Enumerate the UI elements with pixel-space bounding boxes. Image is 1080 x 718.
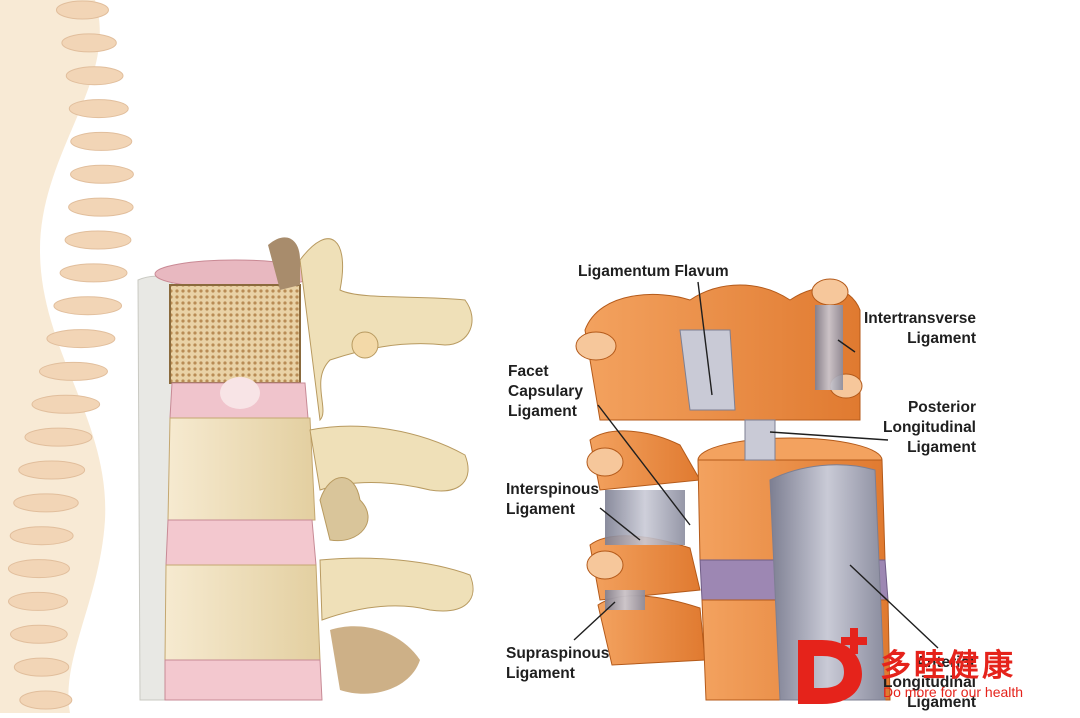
label-posterior-longitudinal-ligament: Posterior Longitudinal Ligament — [858, 398, 976, 458]
background-vertebra — [18, 460, 86, 480]
background-vertebra — [24, 427, 93, 447]
label-supraspinous-ligament: Supraspinous Ligament — [506, 644, 609, 684]
label-facet-capsulary-ligament: Facet Capsulary Ligament — [508, 362, 583, 422]
background-vertebra — [9, 526, 74, 546]
background-vertebra — [68, 99, 129, 119]
brand-tagline: Do more for our health — [883, 684, 1024, 700]
label-line: Facet — [508, 363, 549, 380]
label-intertransverse-ligament: Intertransverse Ligament — [838, 309, 976, 349]
label-line: Ligament — [907, 439, 976, 456]
background-spine-column — [0, 0, 134, 713]
label-interspinous-ligament: Interspinous Ligament — [506, 480, 599, 520]
brand-logo-mark-icon — [798, 628, 867, 704]
label-line: Intertransverse — [863, 310, 976, 327]
label-line: Ligament — [508, 403, 577, 420]
background-vertebra — [70, 131, 133, 151]
left-vertebrae-figure — [137, 237, 474, 701]
label-line: Anterior — [915, 654, 976, 671]
label-line: Ligament — [506, 665, 575, 682]
background-vertebra — [55, 0, 109, 20]
label-line: Ligament — [907, 694, 976, 711]
background-vertebra — [13, 493, 79, 513]
label-line: Supraspinous — [506, 645, 610, 662]
leader-lines — [573, 281, 939, 649]
background-vertebra — [46, 329, 116, 349]
label-line: Longitudinal — [883, 674, 976, 691]
background-vertebra — [10, 624, 68, 644]
background-vertebra — [19, 690, 73, 710]
brand-name: 多睦健康 — [880, 648, 1016, 684]
background-vertebra — [64, 230, 132, 250]
background-vertebra — [59, 263, 128, 283]
label-line: Interspinous — [506, 481, 600, 498]
background-vertebra — [8, 591, 68, 611]
label-line: Capsulary — [508, 383, 583, 400]
label-line: Posterior — [907, 399, 976, 416]
background-vertebra — [65, 66, 124, 86]
background-vertebra — [31, 394, 101, 414]
label-line: Ligament — [506, 501, 575, 518]
background-vertebra — [13, 657, 70, 677]
background-vertebra — [7, 559, 70, 579]
label-line: Longitudinal — [883, 419, 976, 436]
label-ligamentum-flavum: Ligamentum Flavum — [578, 262, 729, 282]
label-line: Ligamentum Flavum — [578, 263, 729, 280]
label-line: Ligament — [907, 330, 976, 347]
background-vertebra — [38, 361, 108, 381]
background-vertebra — [61, 33, 117, 53]
background-vertebra — [53, 296, 123, 316]
label-anterior-longitudinal-ligament: Anterior Longitudinal Ligament — [858, 653, 976, 713]
background-vertebra — [68, 197, 134, 217]
background-vertebra — [70, 164, 134, 184]
